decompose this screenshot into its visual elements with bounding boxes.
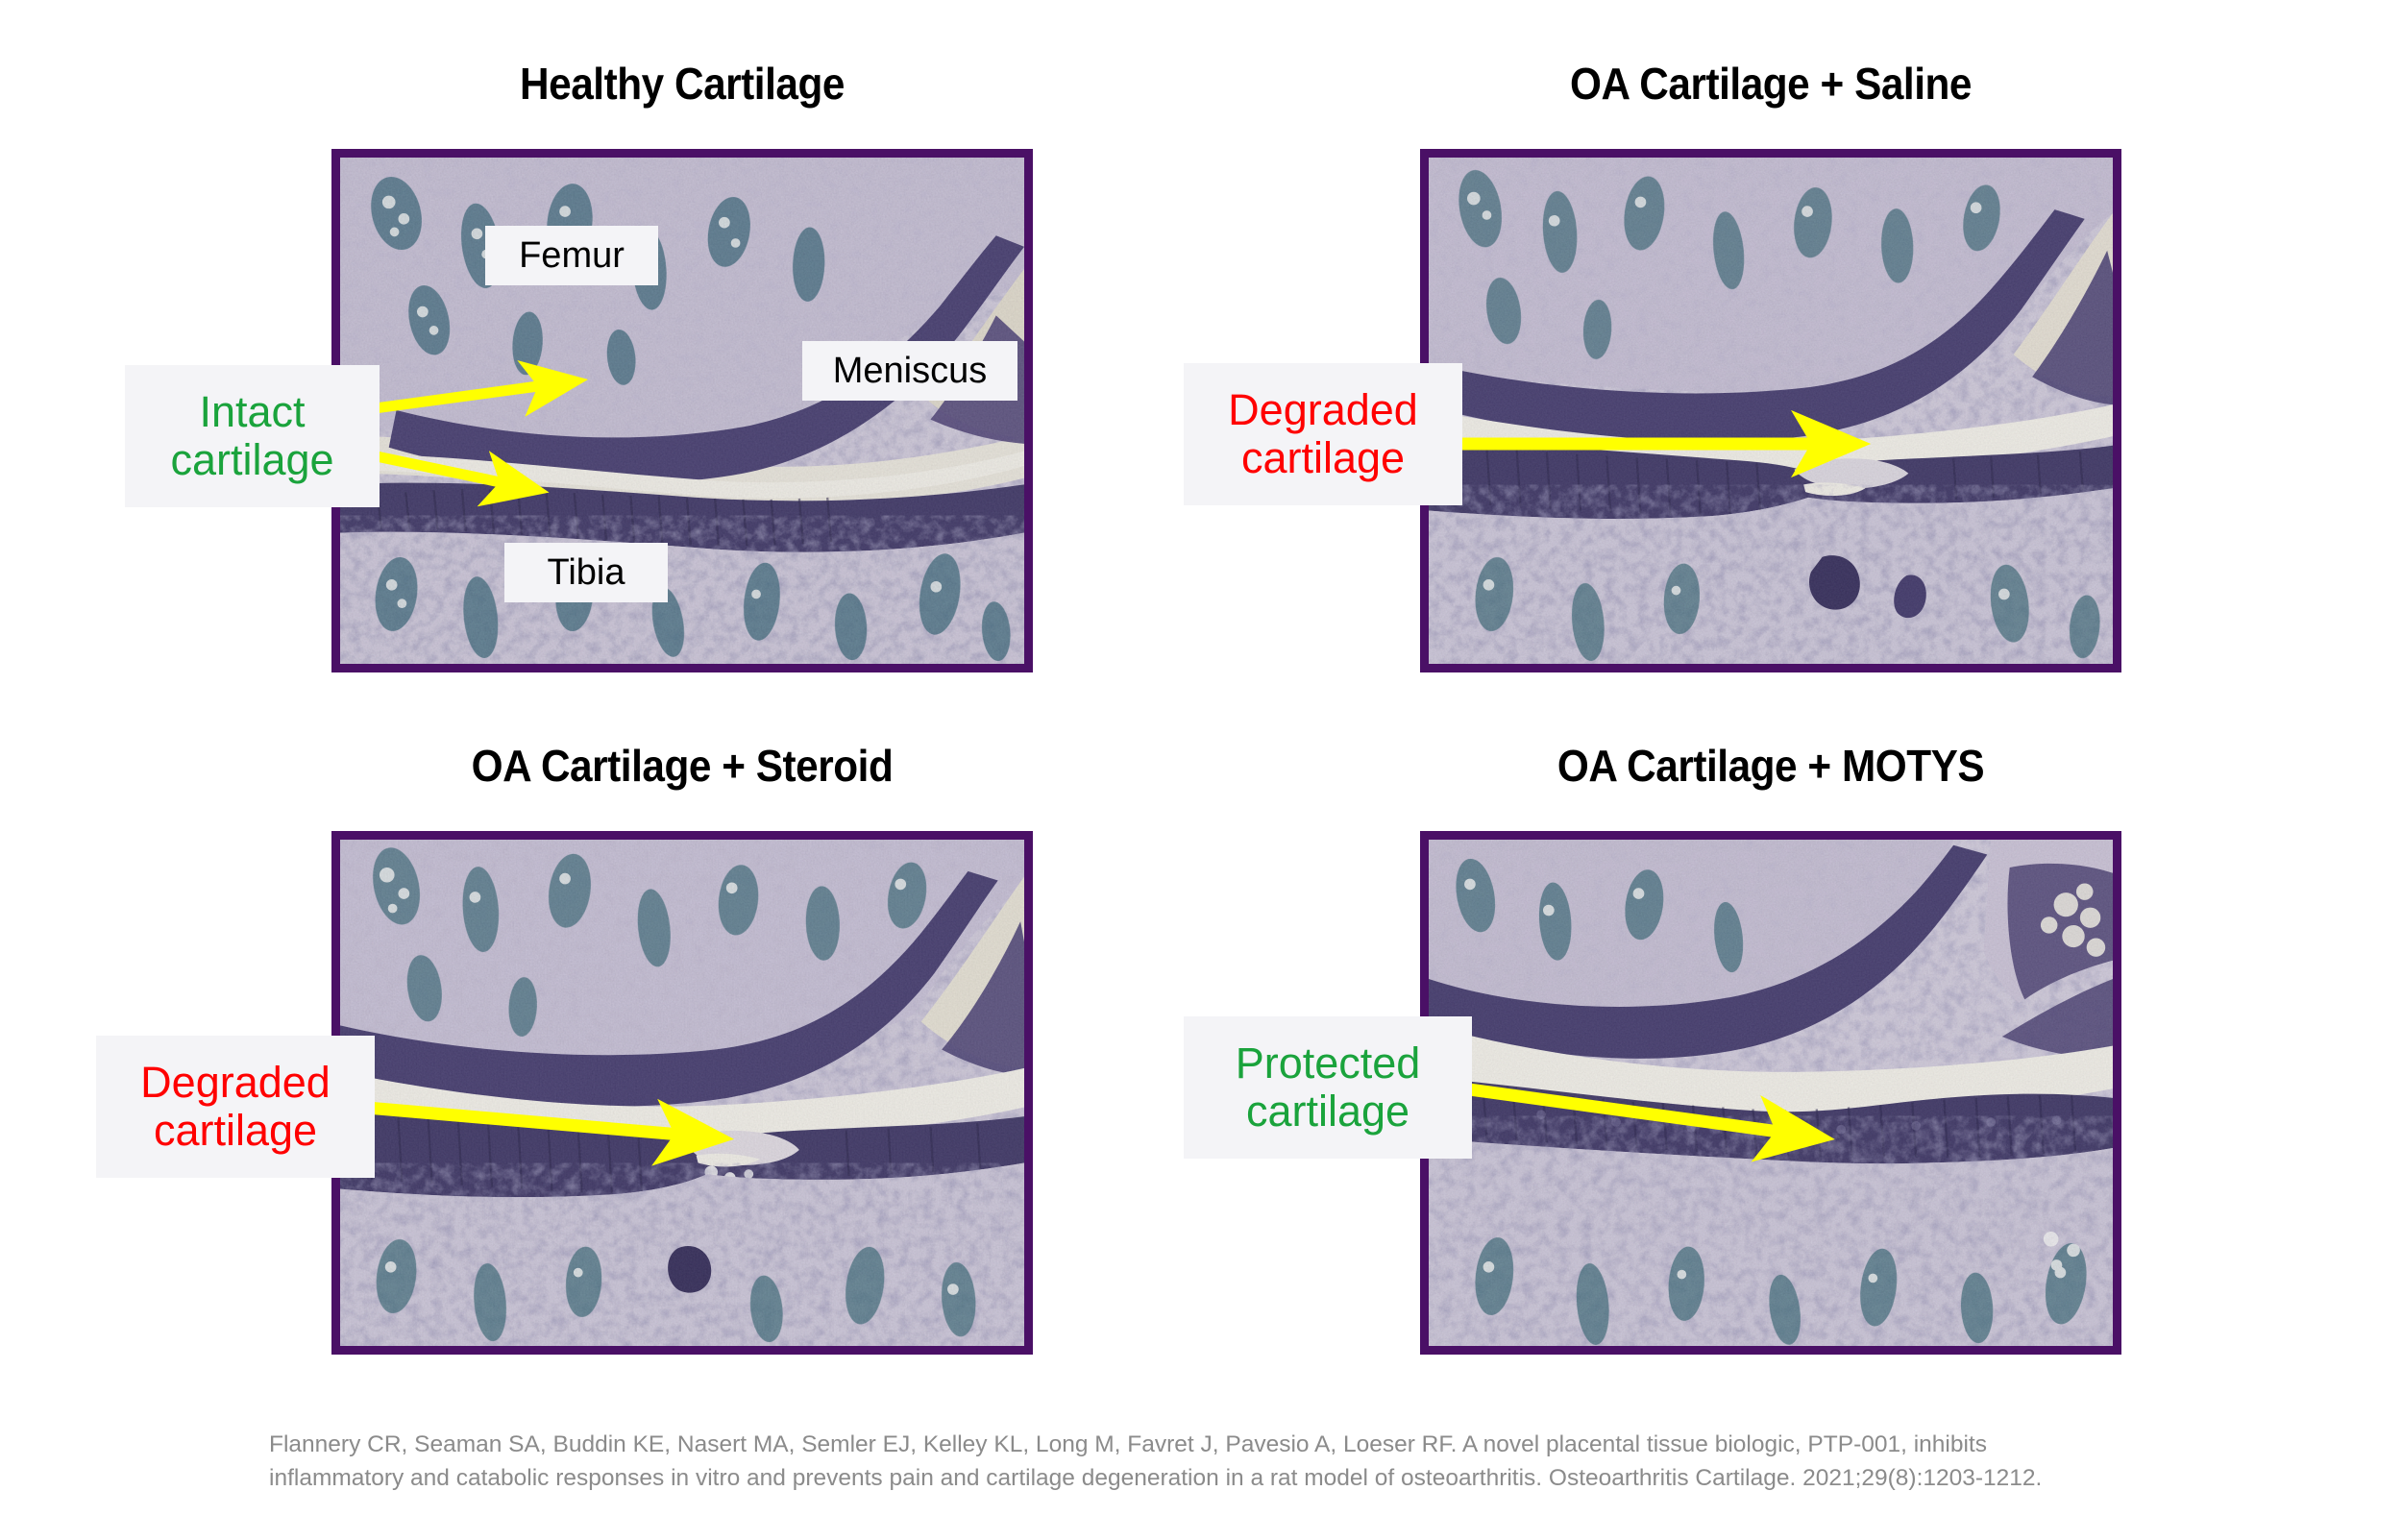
micrograph-healthy <box>331 149 1033 672</box>
callout-degraded-steroid-line1: Degraded <box>140 1057 331 1107</box>
callout-degraded-cartilage-steroid: Degraded cartilage <box>96 1036 375 1178</box>
callout-femur-label: Femur <box>519 234 625 276</box>
callout-meniscus-label: Meniscus <box>832 350 988 391</box>
callout-degraded-saline-line2: cartilage <box>1240 433 1406 482</box>
panel-title-oa-motys: OA Cartilage + MOTYS <box>1556 741 1985 791</box>
citation-line-1: Flannery CR, Seaman SA, Buddin KE, Naser… <box>269 1431 1987 1457</box>
callout-femur: Femur <box>485 226 658 285</box>
callout-meniscus: Meniscus <box>802 341 1017 401</box>
panel-oa-motys: OA Cartilage + MOTYS <box>1420 740 2121 1355</box>
callout-tibia-label: Tibia <box>547 551 625 593</box>
callout-degraded-cartilage-saline: Degraded cartilage <box>1184 363 1462 505</box>
panel-healthy-cartilage: Healthy Cartilage <box>331 58 1033 672</box>
panel-oa-steroid: OA Cartilage + Steroid <box>331 740 1033 1355</box>
citation: Flannery CR, Seaman SA, Buddin KE, Naser… <box>269 1429 2152 1496</box>
callout-protected-line2: cartilage <box>1245 1087 1410 1136</box>
micrograph-oa-motys <box>1420 831 2121 1355</box>
callout-intact-line1: Intact <box>199 386 306 436</box>
callout-protected-cartilage: Protected cartilage <box>1184 1016 1472 1159</box>
callout-degraded-saline-line1: Degraded <box>1228 384 1418 434</box>
callout-intact-cartilage: Intact cartilage <box>125 365 380 507</box>
micrograph-oa-steroid <box>331 831 1033 1355</box>
callout-intact-line2: cartilage <box>170 435 334 484</box>
panel-title-oa-steroid: OA Cartilage + Steroid <box>471 741 894 791</box>
callout-tibia: Tibia <box>504 543 668 602</box>
citation-line-2: inflammatory and catabolic responses in … <box>269 1464 2043 1491</box>
panel-oa-saline: OA Cartilage + Saline <box>1420 58 2121 672</box>
callout-protected-line1: Protected <box>1235 1038 1421 1088</box>
callout-degraded-steroid-line2: cartilage <box>153 1106 318 1155</box>
panel-title-oa-saline: OA Cartilage + Saline <box>1569 59 1972 109</box>
micrograph-oa-saline <box>1420 149 2121 672</box>
panel-title-healthy: Healthy Cartilage <box>520 59 845 109</box>
